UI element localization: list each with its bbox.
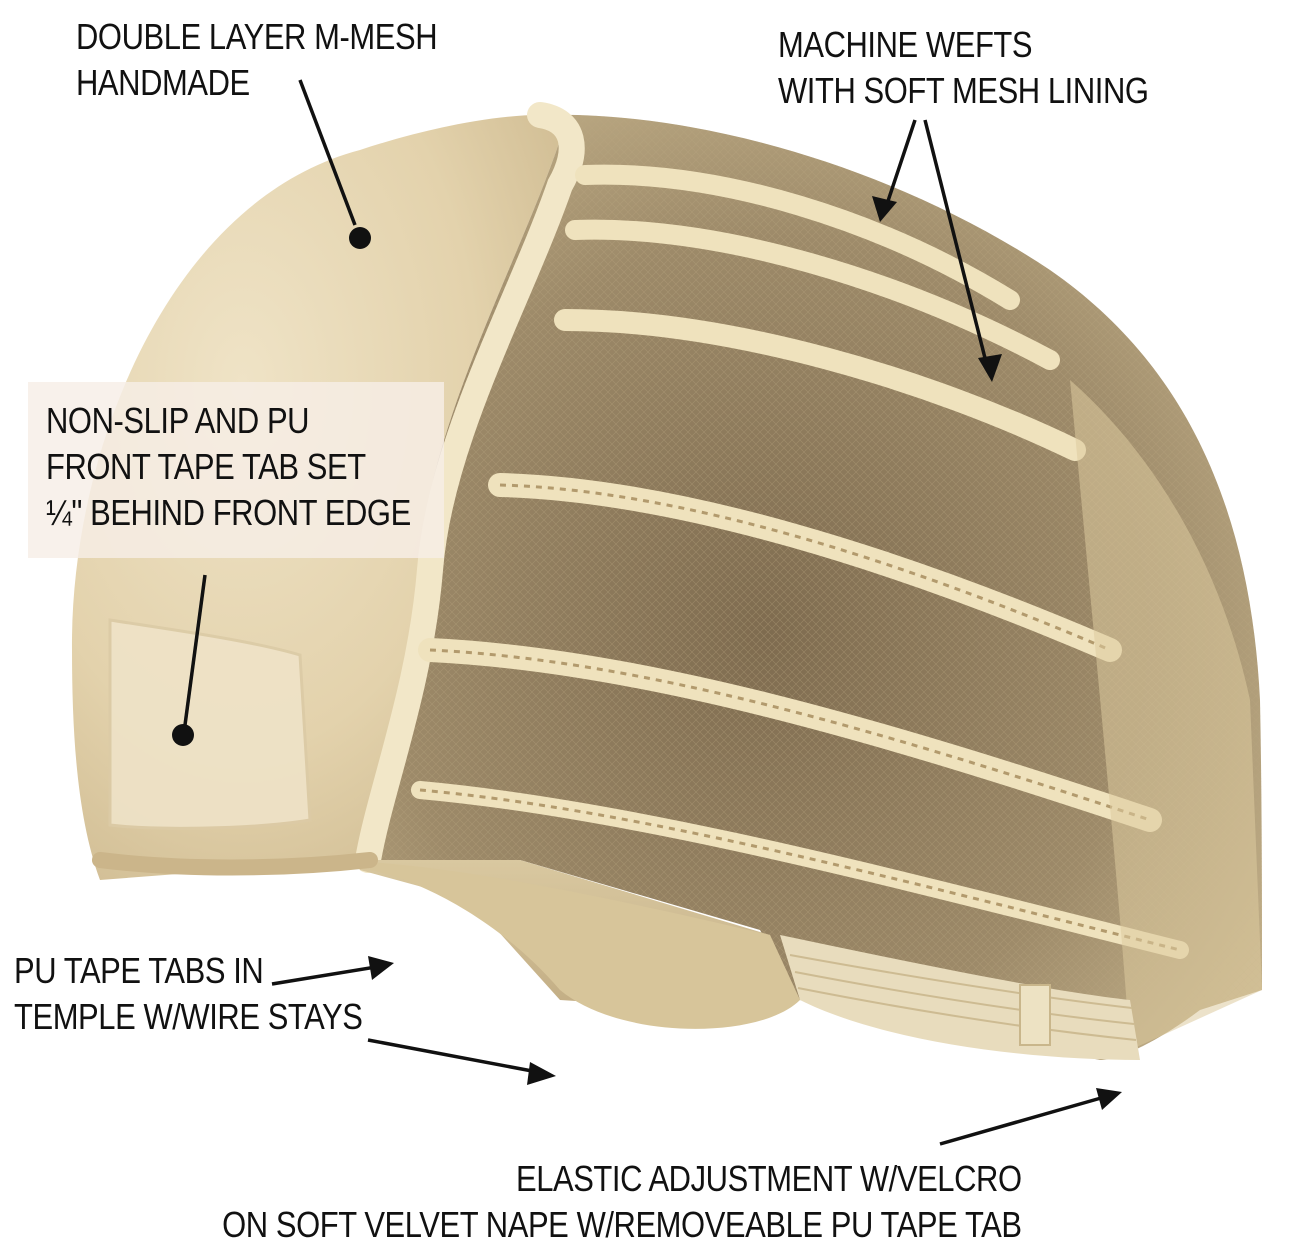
callout-front-tape-line1: NON-SLIP AND PU <box>46 400 310 441</box>
callout-front-tape-line3: ¼" BEHIND FRONT EDGE <box>46 492 411 533</box>
callout-double-layer-line2: HANDMADE <box>76 62 250 103</box>
callout-elastic: ELASTIC ADJUSTMENT W/VELCRO ON SOFT VELV… <box>222 1156 1023 1248</box>
callout-temple-tabs-line2: TEMPLE W/WIRE STAYS <box>14 996 363 1037</box>
front-tape-tab <box>108 618 312 830</box>
arrowhead-nape <box>527 1062 556 1085</box>
ear-tab <box>370 862 800 1029</box>
arrowhead-weft-1 <box>872 196 897 222</box>
callout-temple-tabs-line1: PU TAPE TABS IN <box>14 950 264 991</box>
front-tape-callout-box <box>28 382 444 558</box>
callout-machine-wefts: MACHINE WEFTS WITH SOFT MESH LINING <box>778 22 1149 114</box>
callout-front-tape: NON-SLIP AND PU FRONT TAPE TAB SET ¼" BE… <box>46 398 411 536</box>
velcro-tab <box>1019 984 1051 1046</box>
center-seam <box>355 102 585 873</box>
callout-machine-wefts-line1: MACHINE WEFTS <box>778 24 1033 65</box>
callout-front-tape-line2: FRONT TAPE TAB SET <box>46 446 366 487</box>
weft-stitching <box>419 483 1181 952</box>
arrowheads <box>368 196 1122 1110</box>
side-panel <box>1070 380 1262 1050</box>
pointer-dots <box>172 227 371 746</box>
nape-ridges <box>789 954 1137 1041</box>
callout-double-layer: DOUBLE LAYER M-MESH HANDMADE <box>76 14 438 106</box>
callout-elastic-line2: ON SOFT VELVET NAPE W/REMOVEABLE PU TAPE… <box>222 1204 1023 1245</box>
dot-front-tape <box>172 724 194 746</box>
arrowhead-weft-2 <box>978 354 1002 382</box>
arrowhead-elastic <box>1096 1088 1122 1110</box>
arrowhead-temple <box>368 956 394 980</box>
callout-double-layer-line1: DOUBLE LAYER M-MESH <box>76 16 438 57</box>
leader-lines <box>183 79 1116 1146</box>
dot-double-layer <box>349 227 371 249</box>
callout-elastic-line1: ELASTIC ADJUSTMENT W/VELCRO <box>516 1158 1022 1199</box>
callout-temple-tabs: PU TAPE TABS IN TEMPLE W/WIRE STAYS <box>14 948 363 1040</box>
callout-machine-wefts-line2: WITH SOFT MESH LINING <box>778 70 1149 111</box>
front-edge <box>92 852 378 876</box>
